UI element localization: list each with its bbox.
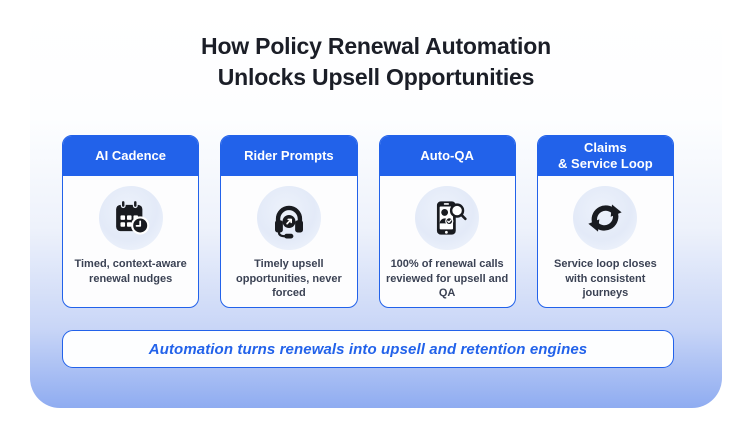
card-claims-service-loop-header: Claims & Service Loop	[537, 136, 673, 176]
card-claims-service-loop: Claims & Service Loop Service loop close…	[536, 135, 674, 308]
card-ai-cadence-header: AI Cadence	[63, 136, 199, 176]
card-rider-prompts-description: Timely upsell opportunities, never force…	[236, 258, 342, 299]
card-auto-qa-description: 100% of renewal calls reviewed for upsel…	[385, 258, 509, 299]
sync-loop-icon	[588, 204, 622, 232]
card-claims-service-loop-icon-circle	[573, 186, 638, 250]
page-title-line-2: Unlocks Upsell Opportunities	[217, 64, 535, 90]
card-claims-service-loop-header-line-1: Claims	[584, 139, 627, 155]
takeaway-banner-text: Automation turns renewals into upsell an…	[148, 340, 588, 358]
card-ai-cadence: AI Cadence Timed, context-aware renewal …	[62, 135, 200, 308]
card-claims-service-loop-description: Service loop closes with consistent jour…	[554, 258, 657, 299]
card-ai-cadence-icon-circle	[98, 186, 163, 250]
card-rider-prompts-header-label: Rider Prompts	[244, 147, 334, 163]
page-title-line-1: How Policy Renewal Automation	[201, 33, 551, 59]
card-rider-prompts-icon-circle	[256, 186, 321, 250]
card-auto-qa-header-label: Auto-QA	[420, 147, 474, 163]
card-claims-service-loop-header-line-2: & Service Loop	[558, 155, 653, 171]
card-rider-prompts-header: Rider Prompts	[221, 136, 357, 176]
card-rider-prompts: Rider Prompts Timely upsell opportunitie…	[220, 135, 358, 308]
card-auto-qa-header: Auto-QA	[379, 136, 515, 176]
headset-upsell-icon	[274, 205, 303, 239]
takeaway-banner: Automation turns renewals into upsell an…	[62, 330, 674, 368]
feature-cards-row: AI Cadence Timed, context-aware renewal …	[62, 135, 674, 308]
card-ai-cadence-header-label: AI Cadence	[95, 147, 167, 163]
calendar-clock-icon	[115, 199, 149, 235]
card-auto-qa-icon-circle	[415, 186, 480, 250]
phone-qa-review-icon	[437, 201, 467, 235]
card-auto-qa: Auto-QA 100% of renewal calls reviewed f…	[378, 135, 516, 308]
page-title: How Policy Renewal Automation Unlocks Up…	[0, 31, 752, 93]
card-ai-cadence-description: Timed, context-aware renewal nudges	[74, 258, 187, 285]
